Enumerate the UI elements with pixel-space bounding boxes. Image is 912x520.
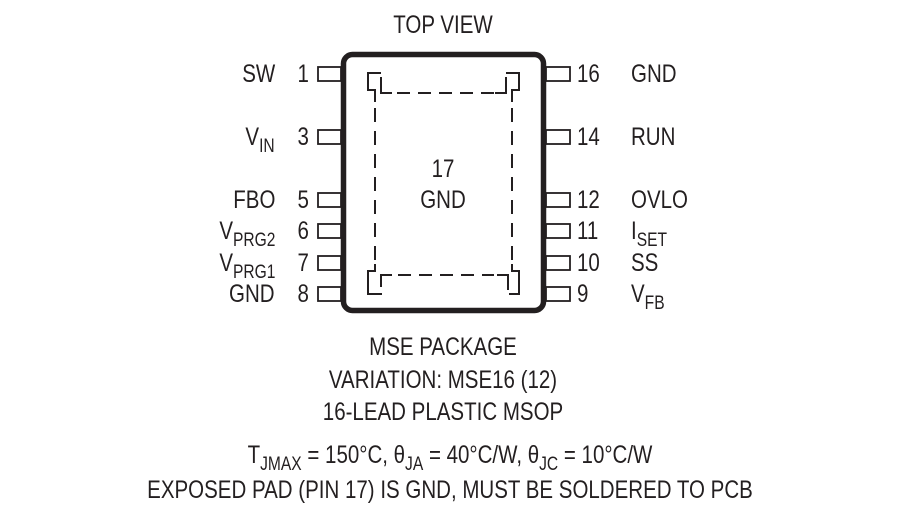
pin-number-11: 11 (577, 217, 599, 245)
pad-12 (545, 192, 571, 208)
pad-14 (545, 129, 571, 145)
pin-name-16: GND (631, 60, 677, 88)
pin-number-10: 10 (577, 249, 600, 277)
pin-number-1: 1 (297, 60, 309, 88)
pin-name-7: VPRG1 (218, 249, 275, 283)
exposed-pad-outline (367, 72, 520, 295)
pad-9 (545, 286, 571, 302)
pin-number-8: 8 (297, 280, 309, 308)
diagram-title: TOP VIEW (393, 11, 493, 39)
exposed-pad-note: EXPOSED PAD (PIN 17) IS GND, MUST BE SOL… (147, 476, 753, 504)
pad-8 (317, 286, 342, 302)
package-name: MSE PACKAGE (369, 333, 517, 361)
exposed-pad-name: GND (420, 186, 466, 214)
package-description: 16-LEAD PLASTIC MSOP (322, 398, 564, 426)
pin-number-3: 3 (297, 123, 309, 151)
pad-7 (317, 255, 342, 271)
pin-number-7: 7 (297, 249, 309, 277)
pin-number-12: 12 (577, 186, 600, 214)
exposed-pad-number: 17 (431, 155, 455, 183)
pin-number-9: 9 (577, 280, 589, 308)
left-pads (317, 66, 342, 302)
pad-16 (545, 66, 571, 82)
pad-11 (545, 223, 571, 239)
pin-name-3: VIN (245, 123, 275, 157)
pin-number-16: 16 (577, 60, 600, 88)
package-variation: VARIATION: MSE16 (12) (328, 366, 558, 394)
pin-number-14: 14 (577, 123, 600, 151)
pin-name-10: SS (631, 249, 659, 277)
pin-number-6: 6 (297, 217, 309, 245)
thermal-specs: TJMAX = 150°C, θJA = 40°C/W, θJC = 10°C/… (247, 441, 653, 475)
pin-name-1: SW (241, 60, 275, 88)
pad-5 (317, 192, 342, 208)
right-pads (545, 66, 571, 302)
pad-1 (317, 66, 342, 82)
pin-name-6: VPRG2 (218, 217, 275, 251)
pin-name-8: GND (229, 280, 275, 308)
pad-6 (317, 223, 342, 239)
pin-name-5: FBO (232, 186, 275, 214)
pin-number-5: 5 (297, 186, 309, 214)
pad-10 (545, 255, 571, 271)
pin-name-14: RUN (631, 123, 676, 151)
pin-name-12: OVLO (631, 186, 688, 214)
pad-3 (317, 129, 342, 145)
pin-name-11: ISET (631, 217, 668, 251)
package-body (340, 51, 547, 314)
pin-name-9: VFB (631, 280, 665, 314)
